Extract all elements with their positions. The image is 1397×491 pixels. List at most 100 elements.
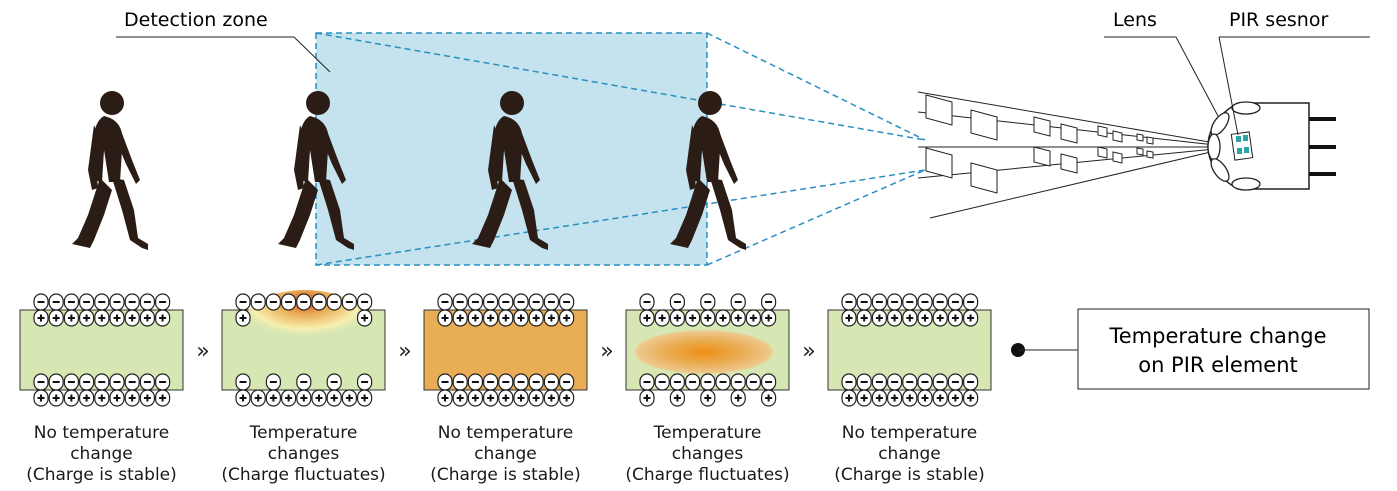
- minus-charge-icon: [154, 293, 171, 311]
- minus-charge-icon: [715, 373, 731, 391]
- detection-zone: Detection zone: [116, 9, 708, 266]
- minus-charge-icon: [497, 293, 514, 311]
- minus-charge-icon: [513, 373, 529, 391]
- sensor-beam-fan: [917, 91, 1268, 219]
- state-caption-line2: change: [878, 444, 941, 464]
- minus-charge-icon: [558, 373, 575, 391]
- plus-charge-icon: [139, 309, 156, 327]
- plus-charge-icon: [235, 389, 251, 407]
- minus-charge-icon: [543, 293, 560, 311]
- plus-charge-icon: [932, 389, 949, 407]
- plus-charge-icon: [33, 309, 49, 327]
- plus-charge-icon: [235, 309, 251, 327]
- minus-charge-icon: [250, 293, 267, 311]
- plus-charge-icon: [528, 389, 545, 407]
- minus-charge-icon: [78, 373, 95, 391]
- minus-charge-icon: [154, 373, 171, 391]
- minus-charge-icon: [856, 373, 873, 391]
- minus-charge-icon: [654, 373, 671, 391]
- plus-charge-icon: [760, 309, 777, 327]
- minus-charge-icon: [235, 373, 251, 391]
- plus-charge-icon: [295, 389, 312, 407]
- heat-spot: [634, 330, 774, 374]
- minus-charge-icon: [295, 373, 312, 391]
- plus-charge-icon: [154, 309, 171, 327]
- state-caption-line3: (Charge fluctuates): [221, 465, 385, 485]
- minus-charge-icon: [760, 373, 777, 391]
- minus-charge-icon: [482, 293, 499, 311]
- state-caption-line3: (Charge is stable): [26, 465, 177, 485]
- minus-charge-icon: [280, 293, 297, 311]
- state-caption-line2: changes: [268, 444, 340, 464]
- plus-charge-icon: [356, 309, 373, 327]
- plus-charge-icon: [669, 309, 686, 327]
- state-caption-line1: Temperature: [249, 423, 358, 443]
- minus-charge-icon: [760, 293, 777, 311]
- plus-charge-icon: [467, 389, 484, 407]
- minus-charge-icon: [139, 373, 156, 391]
- detection-zone-label: Detection zone: [124, 9, 268, 31]
- plus-charge-icon: [543, 389, 560, 407]
- plus-charge-icon: [78, 309, 95, 327]
- plus-charge-icon: [760, 389, 777, 407]
- lens-label: Lens: [1113, 9, 1157, 31]
- minus-charge-icon: [265, 293, 282, 311]
- plus-charge-icon: [932, 309, 949, 327]
- plus-charge-icon: [452, 389, 469, 407]
- plus-charge-icon: [93, 309, 110, 327]
- minus-charge-icon: [886, 373, 903, 391]
- minus-charge-icon: [699, 293, 716, 311]
- state-caption-line1: No temperature: [438, 423, 573, 443]
- plus-charge-icon: [730, 309, 747, 327]
- legend-line-1: Temperature change: [1109, 324, 1327, 348]
- walking-person-icon: [72, 91, 148, 250]
- minus-charge-icon: [33, 293, 49, 311]
- projection-lines: [315, 32, 926, 266]
- minus-charge-icon: [452, 293, 469, 311]
- plus-charge-icon: [139, 389, 156, 407]
- plus-charge-icon: [917, 389, 933, 407]
- minus-charge-icon: [730, 373, 747, 391]
- minus-charge-icon: [528, 373, 545, 391]
- minus-charge-icon: [669, 373, 686, 391]
- legend-line-2: on PIR element: [1138, 353, 1298, 377]
- lens-segments: [1207, 101, 1261, 191]
- minus-charge-icon: [947, 293, 964, 311]
- plus-charge-icon: [250, 389, 267, 407]
- plus-charge-icon: [280, 389, 297, 407]
- plus-charge-icon: [93, 389, 110, 407]
- legend: Temperature change on PIR element: [1011, 308, 1370, 390]
- minus-charge-icon: [356, 373, 373, 391]
- minus-charge-icon: [917, 293, 933, 311]
- legend-box: [1077, 308, 1370, 390]
- minus-charge-icon: [124, 373, 141, 391]
- minus-charge-icon: [326, 373, 343, 391]
- plus-charge-icon: [947, 389, 964, 407]
- state-caption-line2: change: [70, 444, 133, 464]
- plus-charge-icon: [947, 309, 964, 327]
- plus-charge-icon: [482, 309, 499, 327]
- minus-charge-icon: [962, 293, 979, 311]
- plus-charge-icon: [311, 389, 327, 407]
- minus-charge-icon: [513, 293, 529, 311]
- minus-charge-icon: [93, 373, 110, 391]
- minus-charge-icon: [639, 373, 655, 391]
- minus-charge-icon: [871, 293, 888, 311]
- pir-sensor-label: PIR sesnor: [1229, 9, 1328, 31]
- plus-charge-icon: [437, 389, 453, 407]
- plus-charge-icon: [871, 389, 888, 407]
- plus-charge-icon: [437, 309, 453, 327]
- minus-charge-icon: [482, 373, 499, 391]
- plus-charge-icon: [856, 389, 873, 407]
- state-caption-line2: change: [474, 444, 537, 464]
- minus-charge-icon: [497, 373, 514, 391]
- plus-charge-icon: [452, 309, 469, 327]
- plus-charge-icon: [558, 389, 575, 407]
- plus-charge-icon: [886, 389, 903, 407]
- chevron-right-icon: »: [196, 339, 209, 364]
- minus-charge-icon: [356, 293, 373, 311]
